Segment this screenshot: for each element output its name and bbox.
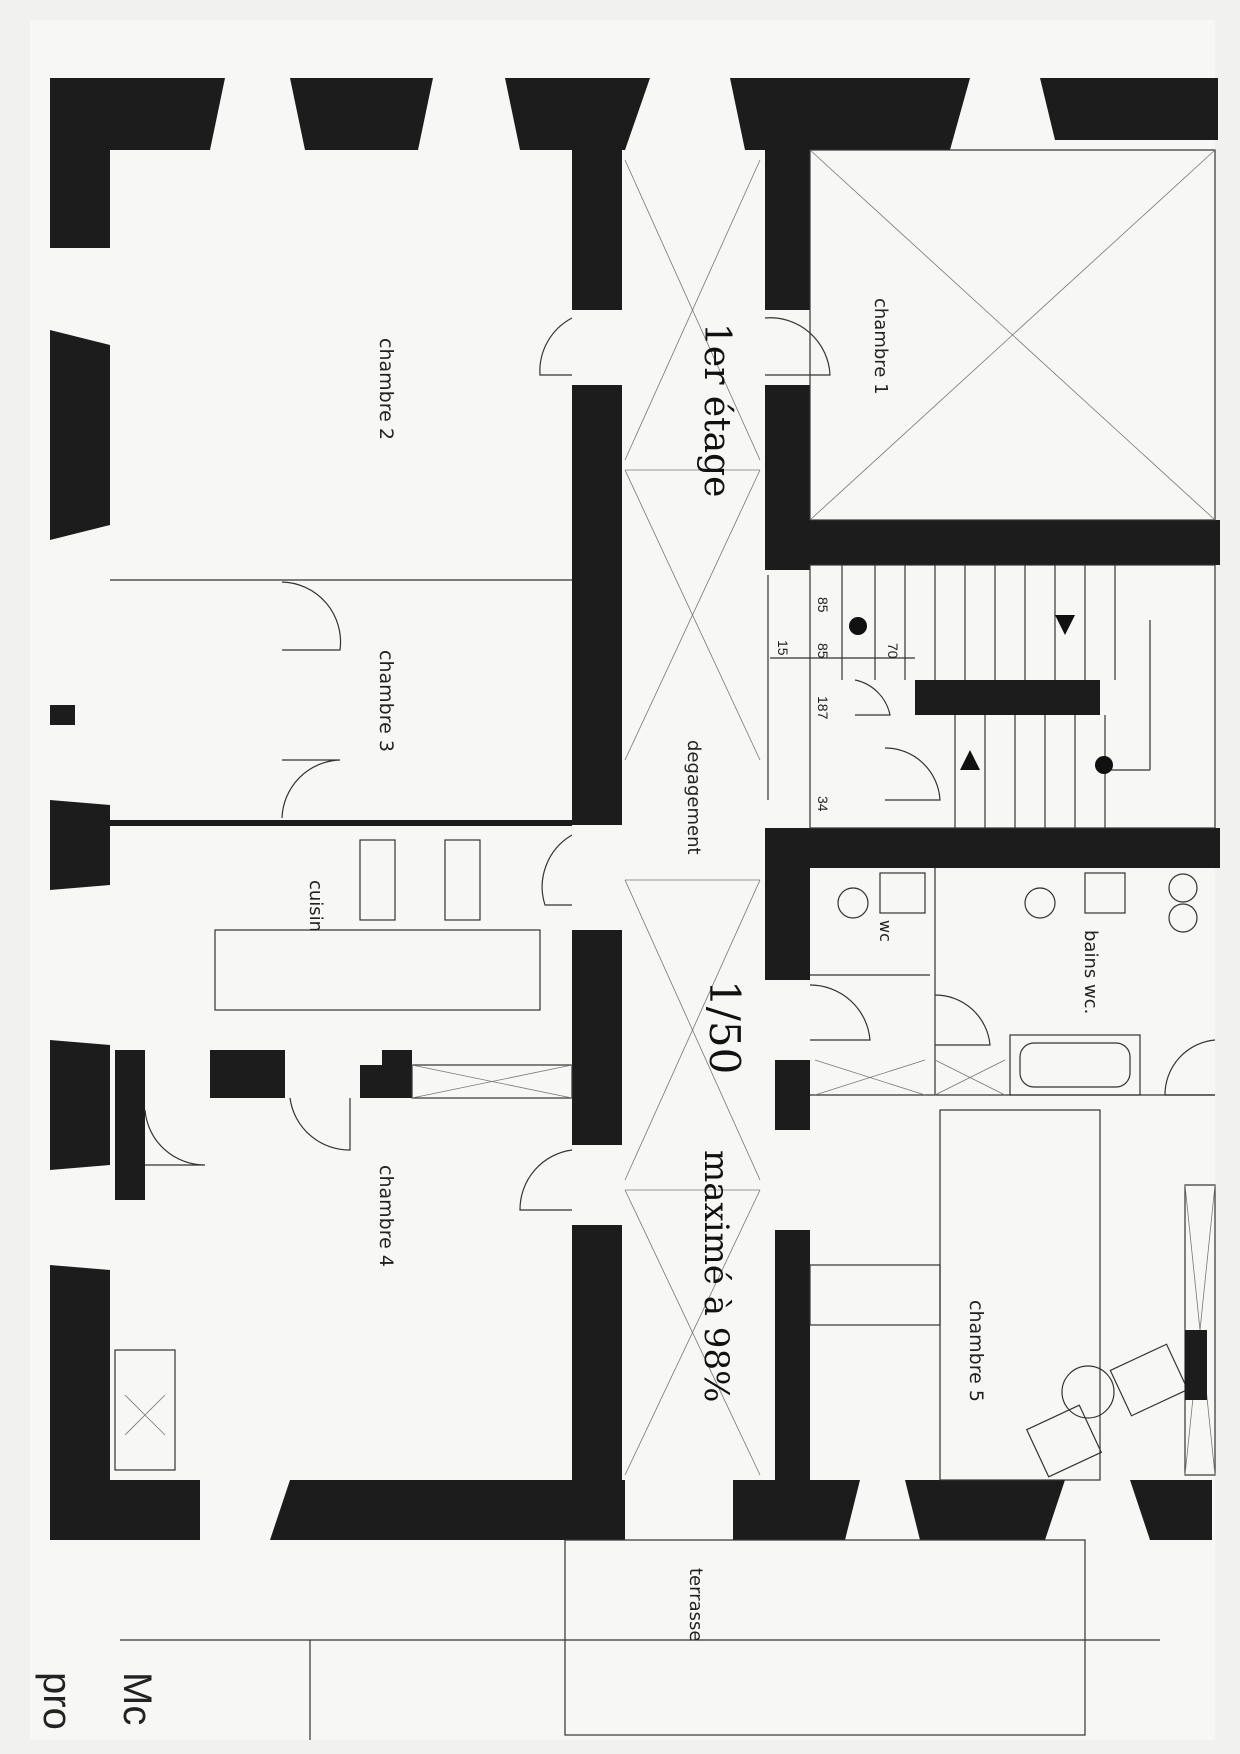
- room-label-wc: wc: [876, 920, 895, 942]
- room-label-chambre-3: chambre 3: [375, 650, 397, 752]
- floor-annotation: 1er étage: [696, 323, 737, 497]
- dimension-34: 34: [815, 796, 831, 812]
- room-label-bains-wc: bains wc.: [1080, 930, 1101, 1014]
- interior-lines: [110, 149, 1216, 1740]
- room-label-chambre-5: chambre 5: [965, 1300, 987, 1402]
- doors: [144, 317, 1216, 1211]
- room-label-chambre-4: chambre 4: [375, 1165, 397, 1267]
- dimension-85-b: 85: [815, 643, 831, 659]
- dimension-70: 70: [885, 643, 901, 659]
- chambre-5-furniture: [809, 1109, 1216, 1481]
- stair-arrow-icon: [960, 750, 980, 770]
- dimension-187: 187: [815, 696, 831, 720]
- walls: [50, 78, 1220, 1540]
- staircase: [809, 564, 1216, 829]
- title-block: Mc pro: [35, 1672, 159, 1730]
- room-label-chambre-2: chambre 2: [375, 338, 397, 440]
- room-label-chambre-1: chambre 1: [870, 298, 891, 395]
- room-label-cuisine: cuisin: [305, 880, 326, 932]
- paper-sheet: [30, 20, 1215, 1740]
- scale-annotation: 1/50: [700, 980, 749, 1074]
- room-label-degagement: degagement: [683, 740, 704, 855]
- dimension-85-a: 85: [815, 597, 831, 613]
- dimension-15: 15: [775, 640, 791, 656]
- room-label-terrasse: terrasse: [685, 1568, 706, 1641]
- stair-marker-dot: [1095, 756, 1113, 774]
- title-block-line-2: pro: [35, 1672, 79, 1730]
- title-block-line-1: Mc: [115, 1672, 159, 1725]
- bathroom-fixtures: [810, 868, 1215, 1096]
- print-scale-note: maximé à 98%: [696, 1150, 736, 1402]
- room-labels: chambre 1 chambre 2 chambre 3 chambre 4 …: [305, 298, 1101, 1641]
- stair-marker-dot: [849, 617, 867, 635]
- dimension-labels: 85 15 85 70 187 34: [775, 597, 901, 812]
- corridor-hatching: [624, 159, 761, 1476]
- stair-arrow-icon: [1055, 615, 1075, 635]
- handwritten-annotations: 1er étage 1/50 maximé à 98%: [696, 323, 749, 1402]
